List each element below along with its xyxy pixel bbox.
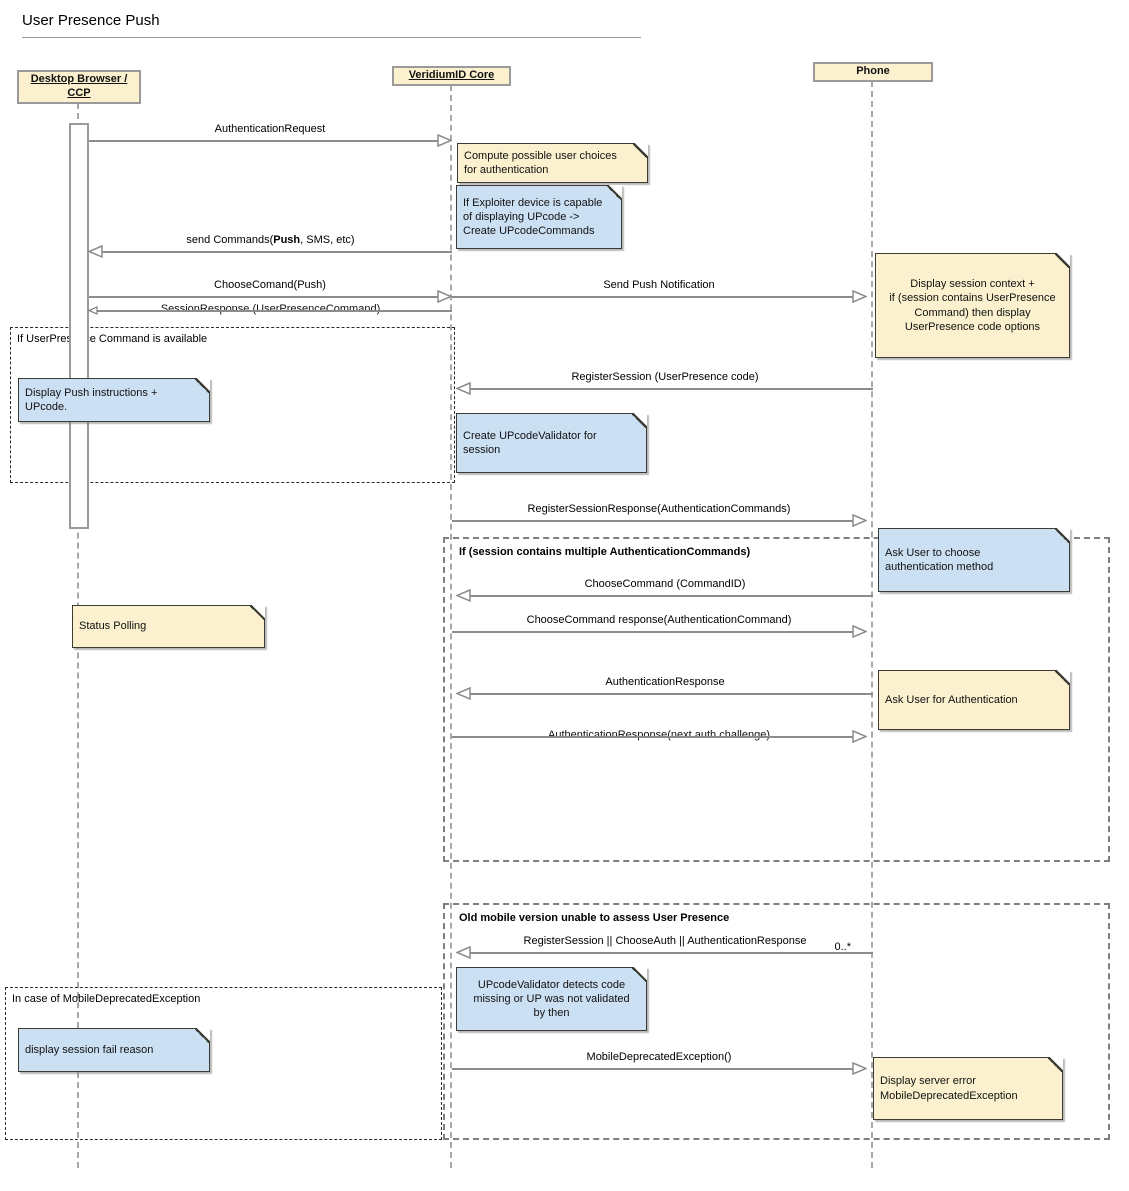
message-label: AuthenticationRequest: [214, 123, 326, 135]
note-text: Ask User to choose authentication method: [885, 546, 994, 573]
note-text: UPcodeValidator detects code missing or …: [473, 978, 630, 1020]
message-label: RegisterSession (UserPresence code): [571, 371, 759, 383]
actor-label: VeridiumID Core: [408, 69, 495, 82]
actor-phone: Phone: [813, 62, 933, 82]
message-label: Send Push Notification: [603, 279, 715, 291]
message-label: AuthenticationResponse(next auth challen…: [452, 729, 866, 741]
fragment-label: If (session contains multiple Authentica…: [459, 546, 751, 558]
message-label: SessionResponse (UserPresenceCommand): [89, 303, 452, 315]
message-line: [89, 140, 440, 142]
open-arrowhead-right-icon: [852, 1062, 867, 1075]
title-underline: [22, 37, 641, 38]
note-text: Create UPcodeValidator for session: [463, 429, 597, 456]
note-text: Display Push instructions + UPcode.: [25, 386, 158, 413]
message-line: [452, 736, 855, 738]
message-label: ChooseCommand response(AuthenticationCom…: [526, 614, 792, 626]
open-arrowhead-right-icon: [852, 730, 867, 743]
open-arrowhead-left-icon: [456, 382, 471, 395]
message-line: [452, 296, 855, 298]
note-create-upcode-validator: Create UPcodeValidator for session: [456, 413, 647, 473]
note-text: display session fail reason: [25, 1043, 154, 1056]
message-label-bold: Push: [273, 234, 301, 246]
message-line: [468, 693, 873, 695]
message-line: [468, 595, 873, 597]
note-exploiter-device: If Exploiter device is capable of displa…: [456, 185, 622, 249]
actor-desktop-browser: Desktop Browser / CCP: [17, 70, 141, 104]
fragment-label: Old mobile version unable to assess User…: [459, 912, 730, 924]
note-display-session-fail: display session fail reason: [18, 1028, 210, 1072]
open-arrowhead-right-icon: [852, 290, 867, 303]
note-status-polling: Status Polling: [72, 605, 265, 648]
fragment-mobile-deprecated-exception: In case of MobileDeprecatedException: [5, 987, 442, 1140]
note-text: Ask User for Authentication: [885, 693, 1018, 706]
actor-label-line1: Desktop Browser /: [30, 73, 128, 86]
message-line: [89, 296, 440, 298]
open-arrowhead-right-icon: [852, 514, 867, 527]
lifeline-phone: [871, 81, 873, 1168]
message-label: ChooseComand(Push): [214, 279, 326, 291]
actor-label: Phone: [856, 65, 890, 78]
message-label-part: , SMS, etc): [300, 234, 355, 246]
message-label: ChooseCommand (CommandID): [584, 578, 746, 590]
open-arrowhead-right-icon: [852, 625, 867, 638]
open-arrowhead-left-icon: [456, 589, 471, 602]
message-label-text: AuthenticationResponse(next auth challen…: [543, 729, 775, 741]
message-line: [468, 388, 873, 390]
message-label: RegisterSessionResponse(AuthenticationCo…: [527, 503, 791, 515]
note-ask-user-authentication: Ask User for Authentication: [878, 670, 1070, 730]
note-display-server-error: Display server error MobileDeprecatedExc…: [873, 1057, 1063, 1120]
note-display-session-context: Display session context + if (session co…: [875, 253, 1070, 358]
message-line: [100, 251, 452, 253]
open-arrowhead-right-icon: [437, 134, 452, 147]
note-text: Display session context + if (session co…: [889, 277, 1056, 333]
note-text: Status Polling: [79, 620, 147, 633]
actor-label-line2: CCP: [67, 87, 91, 99]
message-line: [468, 952, 873, 954]
note-compute-choices: Compute possible user choices for authen…: [457, 143, 648, 183]
message-label-part: send Commands(: [186, 234, 274, 246]
message-label: send Commands(Push, SMS, etc): [89, 234, 452, 246]
note-text: If Exploiter device is capable of displa…: [463, 196, 603, 238]
note-display-push-instructions: Display Push instructions + UPcode.: [18, 378, 210, 422]
open-arrowhead-left-icon: [456, 946, 471, 959]
fragment-multiple-auth-commands: If (session contains multiple Authentica…: [443, 537, 1110, 862]
page-title: User Presence Push: [22, 12, 160, 29]
message-line: [96, 310, 452, 312]
fragment-user-presence-available: If UserPresence Command is available: [10, 327, 455, 483]
small-open-arrowhead-left-icon: [88, 306, 98, 315]
fragment-label: In case of MobileDeprecatedException: [12, 993, 201, 1005]
fragment-label: If UserPresence Command is available: [17, 333, 208, 345]
lifeline-veridiumid-core: [450, 85, 452, 1168]
message-line: [452, 631, 855, 633]
message-line: [452, 1068, 855, 1070]
message-label: MobileDeprecatedException(): [586, 1051, 732, 1063]
message-line: [452, 520, 855, 522]
note-ask-user-choose: Ask User to choose authentication method: [878, 528, 1070, 592]
open-arrowhead-left-icon: [88, 245, 103, 258]
open-arrowhead-left-icon: [456, 687, 471, 700]
open-arrowhead-right-icon: [437, 290, 452, 303]
actor-veridiumid-core: VeridiumID Core: [392, 66, 511, 86]
fragment-old-mobile-version: Old mobile version unable to assess User…: [443, 903, 1110, 1140]
note-upcode-validator-detects: UPcodeValidator detects code missing or …: [456, 967, 647, 1031]
message-label: AuthenticationResponse: [605, 676, 725, 688]
multiplicity-label: 0..*: [834, 941, 851, 953]
message-label-text: SessionResponse (UserPresenceCommand): [155, 303, 386, 315]
note-text: Compute possible user choices for authen…: [464, 149, 617, 176]
message-label: RegisterSession || ChooseAuth || Authent…: [523, 935, 807, 947]
activation-bar-desktop: [69, 123, 89, 529]
note-text: Display server error MobileDeprecatedExc…: [880, 1075, 1018, 1102]
